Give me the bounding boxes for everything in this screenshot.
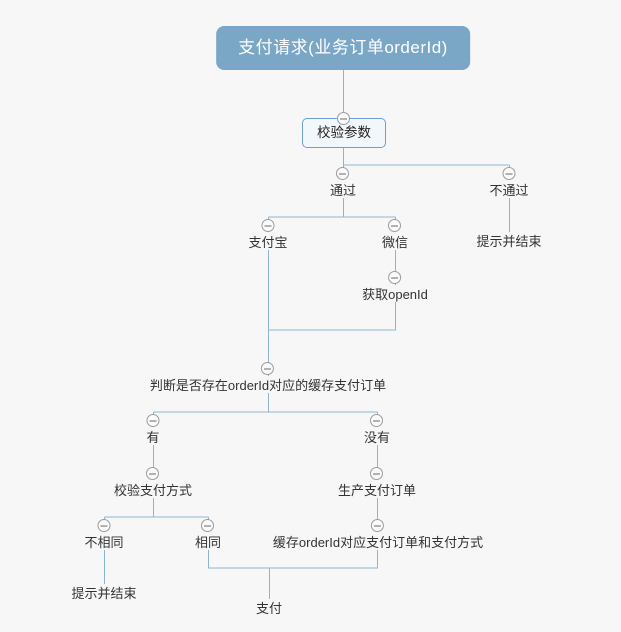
collapse-toggle-icon[interactable] — [260, 362, 274, 375]
node-label: 通过 — [329, 183, 357, 198]
edge-openid-merge — [268, 302, 396, 331]
collapse-toggle-icon[interactable] — [145, 414, 159, 427]
node-label: 生产支付订单 — [337, 483, 417, 498]
node-label: 不相同 — [84, 535, 124, 550]
collapse-toggle-icon[interactable] — [369, 414, 383, 427]
edge-cache-to-pay — [269, 550, 378, 569]
node-fail[interactable]: 不通过 — [487, 167, 530, 199]
node-no-cache[interactable]: 没有 — [362, 414, 392, 446]
collapse-toggle-icon[interactable] — [335, 167, 349, 180]
node-has-cache[interactable]: 有 — [144, 414, 161, 446]
collapse-toggle-icon[interactable] — [260, 219, 274, 232]
collapse-toggle-icon[interactable] — [387, 219, 401, 232]
node-label: 不通过 — [489, 183, 529, 198]
node-label: 校验支付方式 — [113, 483, 193, 498]
node-wechat[interactable]: 微信 — [380, 219, 410, 251]
collapse-toggle-icon[interactable] — [200, 519, 214, 532]
node-create-payment-order[interactable]: 生产支付订单 — [336, 467, 418, 499]
node-label: 提示并结束 — [71, 586, 137, 601]
collapse-toggle-icon[interactable] — [337, 112, 350, 125]
node-label: 判断是否存在orderId对应的缓存支付订单 — [149, 378, 387, 393]
node-pay[interactable]: 支付 — [254, 601, 284, 617]
node-alipay[interactable]: 支付宝 — [246, 219, 289, 251]
node-payment-request[interactable]: 支付请求(业务订单orderId) — [216, 26, 470, 70]
collapse-toggle-icon[interactable] — [96, 519, 110, 532]
node-label: 微信 — [381, 235, 409, 250]
node-label: 支付宝 — [248, 235, 288, 250]
node-label: 相同 — [194, 535, 222, 550]
collapse-toggle-icon[interactable] — [370, 519, 384, 532]
node-label: 支付 — [255, 601, 283, 616]
collapse-toggle-icon[interactable] — [145, 467, 159, 480]
node-label: 有 — [146, 430, 160, 445]
node-pass[interactable]: 通过 — [328, 167, 358, 199]
edge-verifymethod-to-results — [104, 498, 209, 528]
node-method-match[interactable]: 相同 — [193, 519, 223, 551]
node-label: 获取openId — [362, 287, 428, 302]
edge-validate-to-branchbar — [343, 148, 510, 176]
node-get-openid[interactable]: 获取openId — [360, 271, 430, 303]
node-label: 提示并结束 — [476, 234, 542, 249]
edge-match-to-pay — [208, 550, 270, 599]
node-cache-order-and-method[interactable]: 缓存orderId对应支付订单和支付方式 — [271, 519, 485, 551]
collapse-toggle-icon[interactable] — [387, 271, 401, 284]
node-fail-notify-end[interactable]: 提示并结束 — [474, 234, 543, 250]
node-mismatch-notify-end[interactable]: 提示并结束 — [69, 586, 138, 602]
node-verify-payment-method[interactable]: 校验支付方式 — [112, 467, 194, 499]
collapse-toggle-icon[interactable] — [501, 167, 515, 180]
node-label: 校验参数 — [317, 125, 371, 140]
node-check-cached-order[interactable]: 判断是否存在orderId对应的缓存支付订单 — [148, 362, 388, 394]
edge-pass-to-channels — [268, 198, 396, 228]
node-label: 没有 — [363, 430, 391, 445]
node-label: 支付请求(业务订单orderId) — [238, 38, 448, 57]
node-label: 缓存orderId对应支付订单和支付方式 — [272, 535, 484, 550]
collapse-toggle-icon[interactable] — [369, 467, 383, 480]
node-validate-params[interactable]: 校验参数 — [302, 112, 386, 148]
node-method-mismatch[interactable]: 不相同 — [82, 519, 125, 551]
edge-check-to-branches — [153, 393, 378, 423]
